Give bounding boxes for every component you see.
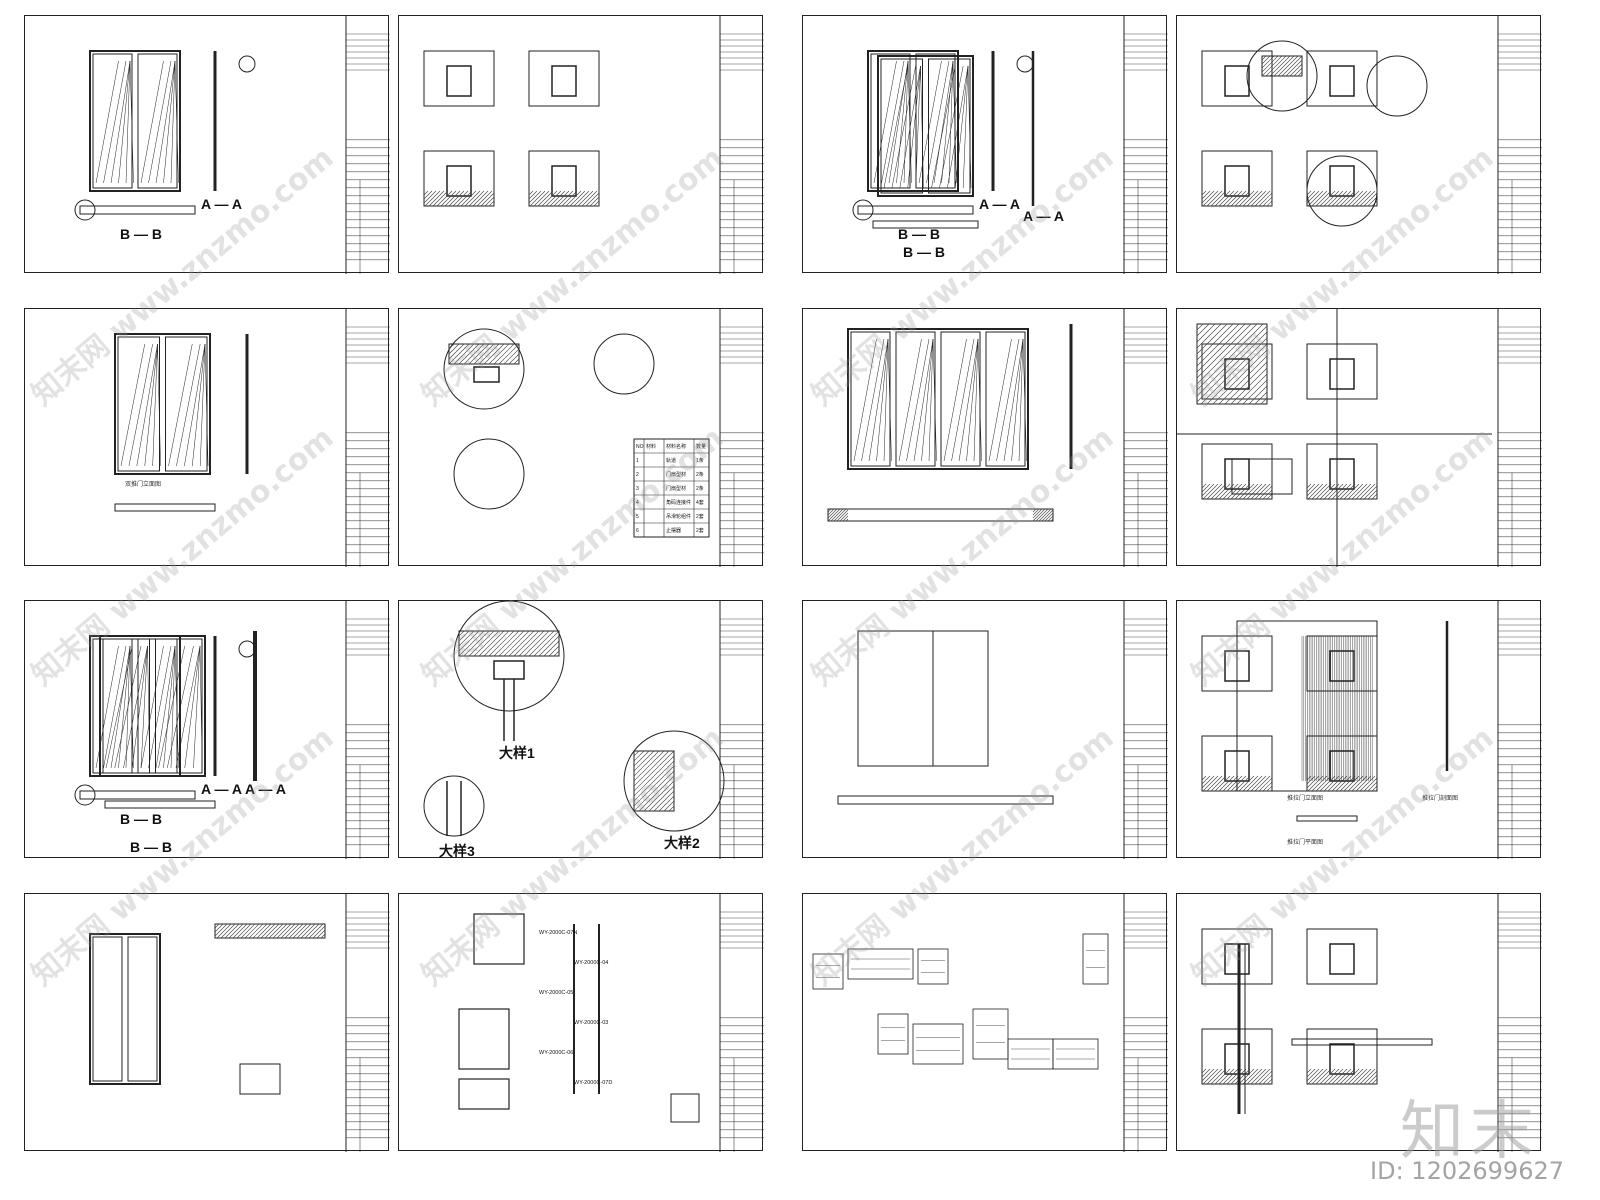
table-cell: 2条 [696, 485, 704, 492]
elevation-title: 双推门立面图 [125, 482, 162, 488]
drawing-sheet-16 [1176, 893, 1542, 1152]
profile-code: WY-2000C-07N [539, 930, 577, 936]
sheet-drawing [423, 601, 764, 859]
table-cell: 1条 [696, 457, 704, 464]
drawing-sheet-10: 大样1 大样2 大样3 [398, 600, 764, 859]
sheet-drawing [1177, 309, 1542, 567]
drawing-sheet-15 [802, 893, 1168, 1152]
sheet-drawing [74, 16, 390, 274]
sheet-drawing [837, 601, 1168, 859]
sheet-drawing [89, 894, 390, 1152]
profile-code: WY-2000C-05 [539, 990, 573, 996]
profile-code: WY-2000C-06 [539, 1050, 573, 1056]
sheet-drawing [852, 16, 1168, 274]
table-header-2: 材料名称 [666, 443, 686, 450]
sheet-drawing [1201, 894, 1542, 1152]
push-pull-elevation-title: 推拉门立面图 [1287, 796, 1324, 802]
table-cell: 2 [636, 472, 639, 478]
drawing-sheet-7 [802, 308, 1168, 567]
table-cell: 4套 [696, 499, 704, 506]
section-label-aa: A — A [245, 781, 286, 797]
table-cell: 止摆器 [666, 527, 681, 534]
drawing-sheet-13 [24, 893, 390, 1152]
image-id-label: ID: 1202699627 [1370, 1157, 1564, 1185]
sheet-drawing [114, 309, 390, 567]
detail-label-2: 大样2 [664, 835, 700, 851]
section-label-bb: B — B [898, 226, 940, 242]
detail-label-1: 大样1 [499, 745, 535, 761]
sheet-drawing: WY-2000C-07N WY-2000C-04WY-2000C-05WY-200… [458, 894, 764, 1152]
drawing-sheet-5: 双推门立面图 [24, 308, 390, 567]
sheet-drawing [423, 16, 764, 274]
drawing-sheet-9: A — A B — B A — A B — B [24, 600, 390, 859]
table-cell: 2条 [696, 471, 704, 478]
table-header-3: 数量 [696, 443, 706, 450]
drawing-sheet-4 [1176, 15, 1542, 274]
table-header-1: 材料 [646, 443, 656, 450]
table-cell: 2套 [696, 513, 704, 520]
table-cell: 门扇型材 [666, 485, 686, 492]
push-pull-plan-title: 推拉门平面图 [1287, 840, 1324, 846]
table-cell: 1 [636, 458, 639, 464]
drawing-sheet-3: A — A B — B A — A B — B [802, 15, 1168, 274]
profile-code: WY-2000C-07D [574, 1080, 612, 1086]
sheet-drawing [812, 894, 1168, 1152]
sheet-drawing [827, 309, 1168, 567]
drawing-sheet-1: A — A B — B [24, 15, 390, 274]
drawing-sheet-11 [802, 600, 1168, 859]
table-cell: 4 [636, 500, 639, 506]
profile-code: WY-2000C-03 [574, 1020, 608, 1026]
table-cell: 3 [636, 486, 639, 492]
section-label-aa: A — A [1023, 208, 1064, 224]
sheet-drawing [74, 601, 390, 859]
table-cell: 5 [636, 514, 639, 520]
table-header-0: NO [636, 444, 644, 450]
section-label-bb: B — B [120, 226, 162, 242]
drawing-sheet-8 [1176, 308, 1542, 567]
section-label-aa: A — A [201, 196, 242, 212]
push-pull-section-title: 推拉门剖面图 [1422, 796, 1459, 802]
section-label-bb: B — B [130, 839, 172, 855]
sheet-drawing [1201, 601, 1542, 859]
sheet-drawing [1201, 16, 1542, 274]
table-cell: 吊滑轮组件 [666, 513, 691, 520]
section-label-bb: B — B [120, 811, 162, 827]
profile-code: WY-2000C-04 [574, 960, 608, 966]
brand-watermark: 知末 [1400, 1095, 1540, 1169]
table-cell: 2套 [696, 527, 704, 534]
detail-label-3: 大样3 [439, 843, 475, 859]
table-cell: 门扇型材 [666, 471, 686, 478]
table-cell: 角码连接件 [666, 499, 691, 506]
drawing-sheet-2 [398, 15, 764, 274]
section-label-bb: B — B [903, 244, 945, 260]
section-label-aa: A — A [201, 781, 242, 797]
section-label-aa: A — A [979, 196, 1020, 212]
table-cell: 6 [636, 528, 639, 534]
drawing-sheet-12: 推拉门立面图 推拉门剖面图推拉门平面图 [1176, 600, 1542, 859]
table-cell: 轨道 [666, 457, 676, 464]
